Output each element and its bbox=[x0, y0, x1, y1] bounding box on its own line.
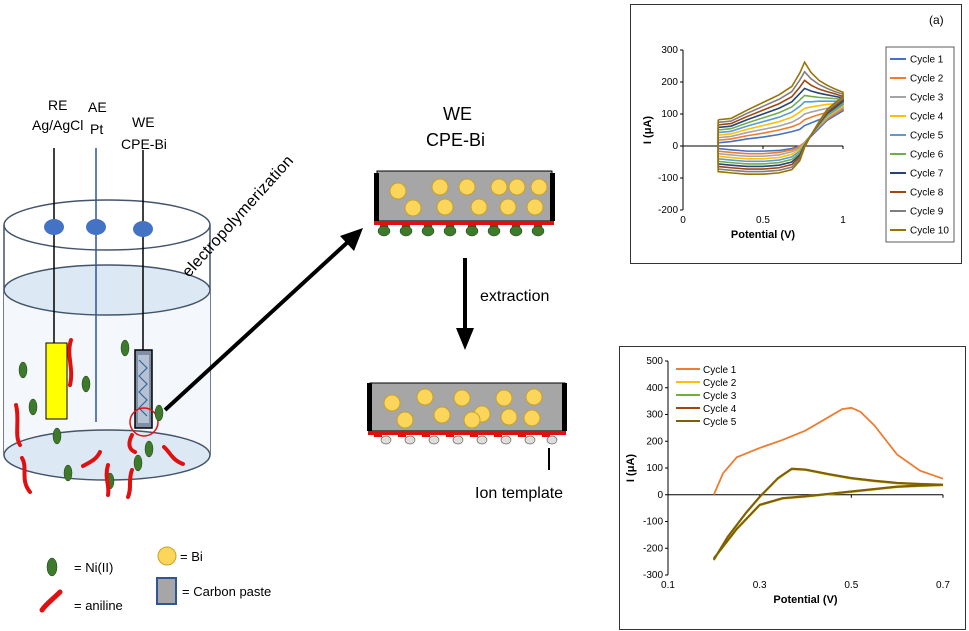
series-line bbox=[717, 87, 844, 168]
y-tick-label: 200 bbox=[646, 436, 663, 447]
y-tick-label: -300 bbox=[643, 570, 663, 581]
ae-sub-label: Pt bbox=[90, 121, 104, 137]
legend-entry: Cycle 4 bbox=[910, 112, 944, 123]
legend-icons bbox=[39, 546, 177, 613]
re-cap bbox=[44, 219, 64, 235]
bi-legend-icon bbox=[157, 546, 177, 566]
series-line bbox=[713, 406, 944, 496]
y-tick-label: 300 bbox=[661, 45, 678, 56]
we-sub-label: CPE-Bi bbox=[121, 136, 167, 152]
legend-entry: Cycle 5 bbox=[703, 417, 737, 428]
x-tick-label: 0.5 bbox=[756, 215, 770, 226]
re-sub-label: Ag/AgCl bbox=[32, 117, 84, 133]
y-tick-label: 500 bbox=[646, 356, 663, 367]
legend-entry: Cycle 3 bbox=[910, 93, 944, 104]
y-tick-label: 100 bbox=[646, 463, 663, 474]
we-body bbox=[134, 349, 153, 429]
legend-entry: Cycle 2 bbox=[703, 378, 737, 389]
aniline-strands bbox=[14, 338, 185, 499]
electrode-title: WE bbox=[443, 104, 472, 124]
y-axis-title: I (μA) bbox=[642, 116, 654, 144]
electrode-after-extraction bbox=[367, 382, 567, 470]
ni-legend-icon bbox=[46, 557, 58, 577]
y-tick-label: -200 bbox=[658, 205, 678, 216]
y-tick-label: 200 bbox=[661, 77, 678, 88]
series-line bbox=[717, 108, 844, 152]
panel-label: (a) bbox=[929, 13, 944, 27]
ni-legend-label: = Ni(II) bbox=[74, 560, 114, 575]
we-cap bbox=[133, 221, 153, 237]
legend-entry: Cycle 7 bbox=[910, 169, 944, 180]
legend-entry: Cycle 10 bbox=[910, 226, 949, 237]
series-line bbox=[717, 60, 844, 175]
ion-template-label: Ion template bbox=[475, 485, 564, 502]
series-line bbox=[717, 105, 844, 158]
electrode-subtitle: CPE-Bi bbox=[426, 130, 486, 150]
bi-legend-label: = Bi bbox=[180, 549, 203, 564]
legend-entry: Cycle 8 bbox=[910, 188, 944, 199]
y-tick-label: 300 bbox=[646, 410, 663, 421]
series-line bbox=[717, 70, 844, 173]
x-tick-label: 1 bbox=[840, 215, 846, 226]
electropolymerization-arrow bbox=[163, 228, 363, 412]
series-line bbox=[713, 467, 944, 560]
legend-entry: Cycle 2 bbox=[910, 74, 944, 85]
legend-entry: Cycle 3 bbox=[703, 391, 737, 402]
legend-entry: Cycle 5 bbox=[910, 131, 944, 142]
legend-entry: Cycle 1 bbox=[910, 55, 944, 66]
x-tick-label: 0.1 bbox=[661, 580, 675, 591]
x-tick-label: 0.3 bbox=[753, 580, 767, 591]
series-line bbox=[717, 79, 844, 170]
x-tick-label: 0 bbox=[680, 215, 686, 226]
y-tick-label: 0 bbox=[657, 490, 663, 501]
x-tick-label: 0.5 bbox=[844, 580, 858, 591]
legend-entry: Cycle 1 bbox=[703, 365, 737, 376]
we-highlight-circle bbox=[129, 407, 159, 437]
y-tick-label: -100 bbox=[658, 173, 678, 184]
solution bbox=[3, 264, 211, 481]
y-tick-label: -100 bbox=[643, 517, 663, 528]
electrode-before-extraction bbox=[374, 170, 555, 237]
y-axis-title: I (μA) bbox=[625, 454, 637, 482]
ae-label: AE bbox=[88, 99, 107, 115]
y-tick-label: -200 bbox=[643, 543, 663, 554]
carbon-legend-icon bbox=[156, 577, 177, 605]
aniline-legend-icon bbox=[39, 589, 63, 613]
series-line bbox=[717, 100, 844, 163]
series-line bbox=[717, 107, 844, 155]
aniline-legend-label: = aniline bbox=[74, 598, 123, 613]
series-line bbox=[717, 102, 844, 160]
extraction-arrow bbox=[456, 258, 474, 350]
ae-cap bbox=[86, 219, 106, 235]
y-tick-label: 100 bbox=[661, 109, 678, 120]
legend-box bbox=[885, 46, 955, 243]
re-label: RE bbox=[48, 97, 68, 113]
y-tick-label: 400 bbox=[646, 383, 663, 394]
y-tick-label: 0 bbox=[672, 141, 678, 152]
carbon-legend-label: = Carbon paste bbox=[182, 584, 272, 599]
legend-entry: Cycle 9 bbox=[910, 207, 944, 218]
x-axis-title: Potential (V) bbox=[773, 594, 838, 606]
extraction-label: extraction bbox=[480, 288, 550, 305]
we-label: WE bbox=[132, 114, 155, 130]
x-axis-title: Potential (V) bbox=[731, 229, 796, 241]
re-body bbox=[45, 342, 68, 420]
series-line bbox=[717, 94, 844, 165]
ni-ions bbox=[18, 339, 164, 490]
legend-entry: Cycle 6 bbox=[910, 150, 944, 161]
x-tick-label: 0.7 bbox=[936, 580, 950, 591]
legend-entry: Cycle 4 bbox=[703, 404, 737, 415]
